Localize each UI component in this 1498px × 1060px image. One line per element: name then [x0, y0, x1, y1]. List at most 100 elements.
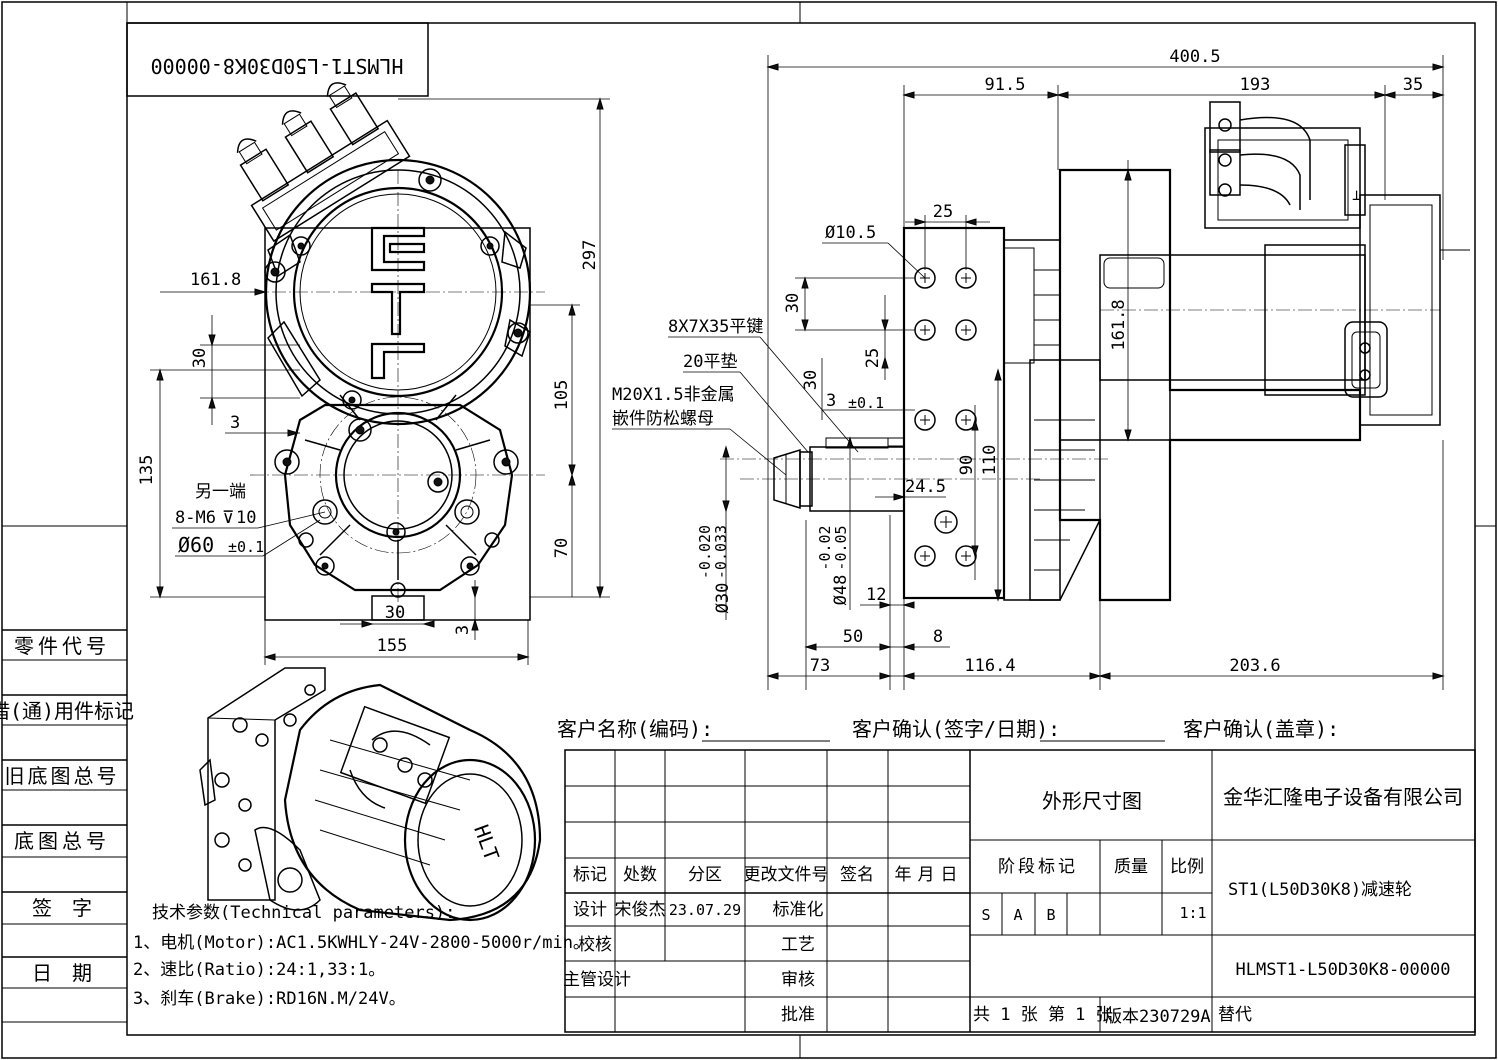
- dim-front-135: 135: [137, 455, 157, 486]
- dim-side-90: 90: [957, 455, 977, 475]
- side-dimensions: 400.5 91.5 193 35 25 Ø10.5: [612, 47, 1445, 690]
- side-view: ⊥ 400.5 91.5: [612, 47, 1470, 690]
- dim-side-phi10-5: Ø10.5: [825, 223, 876, 243]
- dim-side-110: 110: [980, 445, 1000, 476]
- tech-params-line2: 2、速比(Ratio):24:1,33:1。: [133, 960, 385, 980]
- tb-version: 版本230729A: [1105, 1007, 1211, 1027]
- dim-front-105: 105: [552, 380, 572, 411]
- label-key: 8X7X35平键: [668, 317, 763, 337]
- note-m6: 8-M6: [175, 508, 216, 528]
- dim-front-297: 297: [580, 240, 600, 271]
- tb-stage-b: B: [1046, 906, 1055, 924]
- tb-replace: 替代: [1218, 1005, 1252, 1025]
- dim-side-73: 73: [810, 656, 830, 676]
- tb-r-process: 工艺: [781, 935, 815, 955]
- gearbox-bolts: [274, 418, 519, 598]
- dim-side-35: 35: [1403, 75, 1423, 95]
- front-view: 297 105 70 161.8 30 135: [137, 82, 610, 665]
- terminal-block: ⊥: [1204, 101, 1366, 229]
- dim-side-phi48-tol-lower: -0.05: [832, 525, 850, 570]
- label-nut-2: 嵌件防松螺母: [612, 409, 714, 429]
- customer-confirm-sign-label: 客户确认(签字/日期):: [852, 717, 1060, 741]
- dim-side-30: 30: [783, 293, 803, 313]
- tb-design-date: 23.07.29: [669, 901, 741, 919]
- title-stamp: HLMST1-L50D30K8-00000: [126, 22, 429, 97]
- tech-params-line1: 1、电机(Motor):AC1.5KWHLY-24V-2800-5000r/mi…: [133, 933, 590, 953]
- strip-signature: 签 字: [32, 896, 92, 920]
- tb-h-mass: 质量: [1114, 857, 1148, 877]
- dim-side-phi30-tol-lower: -0.033: [712, 525, 730, 579]
- dim-side-phi48: Ø48: [831, 575, 851, 606]
- tb-h-sign: 签名: [840, 865, 874, 885]
- tb-sheets: 共 1 张 第 1 张: [973, 1005, 1113, 1025]
- strip-date: 日 期: [32, 961, 92, 985]
- dim-side-203-6: 203.6: [1229, 656, 1280, 676]
- tech-params-line3: 3、刹车(Brake):RD16N.M/24V。: [133, 989, 406, 1009]
- dim-side-30b: 30: [801, 370, 821, 390]
- title-block: 标记 处数 分区 更改文件号 签名 年月日 设计 宋俊杰 23.07.29 标准…: [563, 749, 1476, 1033]
- dim-front-3b: 3: [453, 625, 473, 635]
- tb-h-count: 处数: [623, 865, 657, 885]
- isometric-view: HLT: [199, 667, 542, 922]
- tb-r-check: 校核: [578, 935, 612, 955]
- iso-logo: HLT: [469, 822, 504, 864]
- gearbox-fins: [1034, 269, 1095, 571]
- dim-front-3: 3: [230, 413, 240, 433]
- tb-r-approve: 批准: [781, 1005, 815, 1025]
- tb-designer: 宋俊杰: [615, 900, 666, 920]
- dim-front-161-8: 161.8: [190, 270, 241, 290]
- label-washer: 20平垫: [683, 352, 737, 372]
- dim-side-phi48-tol-upper: -0.02: [816, 525, 834, 570]
- tb-drawing-no: HLMST1-L50D30K8-00000: [1236, 960, 1451, 980]
- customer-confirm-seal-label: 客户确认(盖章):: [1183, 717, 1339, 741]
- dim-side-161-8: 161.8: [1109, 299, 1129, 350]
- dim-side-25: 25: [933, 202, 953, 222]
- tb-r-chief: 主管设计: [563, 970, 631, 990]
- front-dimensions: 297 105 70 161.8 30 135: [137, 97, 610, 665]
- tb-company: 金华汇隆电子设备有限公司: [1223, 785, 1463, 809]
- dim-side-24-5: 24.5: [905, 477, 946, 497]
- tb-r-review: 审核: [781, 970, 815, 990]
- dim-side-phi30-tol-upper: -0.020: [696, 525, 714, 579]
- tb-stage-s: S: [981, 906, 990, 924]
- tb-h-mark: 标记: [573, 865, 607, 885]
- tb-h-stage: 阶段标记: [998, 857, 1078, 877]
- tb-r-standard: 标准化: [773, 900, 824, 920]
- tb-stage-a: A: [1013, 906, 1022, 924]
- access-cover: [1344, 321, 1388, 398]
- dim-side-12: 12: [866, 585, 886, 605]
- customer-name-label: 客户名称(编码):: [557, 717, 713, 741]
- dim-side-50: 50: [843, 627, 863, 647]
- connector-block: [236, 82, 411, 243]
- tb-h-date: 年月日: [895, 865, 964, 885]
- note-other-end: 另一端: [195, 482, 246, 502]
- note-phi60-tol: ±0.1: [228, 538, 264, 556]
- iso-terminals: [339, 705, 451, 809]
- dim-side-3: 3: [826, 391, 836, 411]
- dim-side-8: 8: [933, 627, 943, 647]
- tb-h-change-doc: 更改文件号: [744, 865, 829, 885]
- dim-side-25b: 25: [863, 348, 883, 368]
- tb-scale: 1:1: [1179, 904, 1206, 922]
- customer-row: 客户名称(编码): 客户确认(签字/日期): 客户确认(盖章):: [557, 717, 1339, 742]
- plate-holes: [914, 267, 977, 567]
- tb-product: ST1(L50D30K8)减速轮: [1228, 880, 1412, 900]
- tb-r-design: 设计: [573, 900, 607, 920]
- tech-params: 技术参数(Technical parameters): 1、电机(Motor):…: [133, 903, 590, 1009]
- dim-front-70: 70: [552, 538, 572, 558]
- dim-side-3-tol: ±0.1: [848, 394, 884, 412]
- dim-side-phi30: Ø30: [713, 583, 733, 614]
- dim-side-193: 193: [1240, 75, 1271, 95]
- strip-base-total: 底图总号: [14, 829, 110, 853]
- dim-side-116-4: 116.4: [964, 656, 1015, 676]
- tech-params-heading: 技术参数(Technical parameters):: [152, 903, 455, 923]
- note-m6-depth-symbol: ⊽: [222, 508, 234, 528]
- left-strip: 零件代号 借(通)用件标记 旧底图总号 底图总号 签 字 日 期: [0, 629, 134, 1023]
- note-phi60: Ø60: [178, 533, 214, 557]
- motor-bolts: [264, 168, 529, 410]
- dim-front-30: 30: [190, 348, 210, 368]
- side-logo-mark: ⊥: [1352, 186, 1361, 204]
- label-nut-1: M20X1.5非金属: [612, 385, 735, 405]
